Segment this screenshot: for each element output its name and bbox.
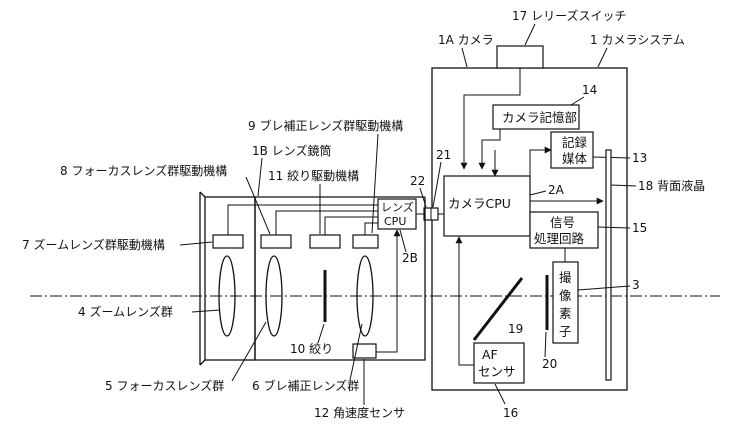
label-ref-15: 15 [632,221,647,235]
lens-cpu-line2: CPU [384,215,406,228]
label-ref-16: 16 [503,406,518,420]
label-ref-14: 14 [582,83,597,97]
memory-to-cpu-wire [482,129,500,169]
label-ref-13: 13 [632,151,647,165]
af-to-cpu-wire [459,237,474,365]
label-ref-2a: 2A [548,183,565,197]
sensor-line3: 素 [559,306,572,321]
sensor-line4: 子 [559,324,572,339]
label-ref-22: 22 [410,174,425,188]
label-zoom-drive: 7 ズームレンズ群駆動機構 [22,237,165,252]
label-camera-system: 1 カメラシステム [590,33,685,47]
recording-media-line2: 媒体 [562,151,588,166]
signal-line2: 処理回路 [534,231,585,246]
zoom-drive-box [213,235,243,248]
af-line2: センサ [478,364,516,379]
gyro-to-lens-cpu-wire [376,230,397,352]
shake-drive-box [353,235,378,248]
label-iris: 10 絞り [290,341,333,356]
signal-line1: 信号 [550,215,575,230]
iris-drive-box [310,235,340,248]
label-rear-lcd: 18 背面液晶 [638,178,705,193]
label-camera: 1A カメラ [438,33,494,47]
label-iris-drive: 11 絞り駆動機構 [268,168,359,183]
camera-cpu-label: カメラCPU [448,196,511,211]
label-ref-2b: 2B [402,251,418,265]
label-focus-drive: 8 フォーカスレンズ群駆動機構 [60,163,227,178]
label-shake-group: 6 ブレ補正レンズ群 [252,378,359,393]
lens-cpu-line1: レンズ [381,200,414,214]
label-gyro: 12 角速度センサ [314,405,405,420]
sensor-line2: 像 [559,288,572,303]
sensor-line1: 撮 [559,270,572,285]
af-line1: AF [482,347,498,362]
recording-media-line1: 記録 [562,135,588,150]
cpu-to-media-wire [530,150,551,176]
focus-drive-box [261,235,291,248]
label-lens-barrel: 1B レンズ鏡筒 [252,143,331,158]
rear-lcd [606,150,611,380]
label-zoom-group: 4 ズームレンズ群 [78,304,173,319]
label-ref-21: 21 [436,148,451,162]
label-ref-3: 3 [632,278,640,292]
label-ref-19: 19 [508,322,523,336]
release-switch [497,46,543,68]
camera-memory-label: カメラ記憶部 [502,110,577,125]
label-focus-group: 5 フォーカスレンズ群 [105,378,224,393]
label-ref-20: 20 [542,357,557,371]
label-shake-drive: 9 ブレ補正レンズ群駆動機構 [248,118,403,133]
zoom-lens-barrel [205,197,255,360]
label-release-switch: 17 レリーズスイッチ [512,8,627,23]
